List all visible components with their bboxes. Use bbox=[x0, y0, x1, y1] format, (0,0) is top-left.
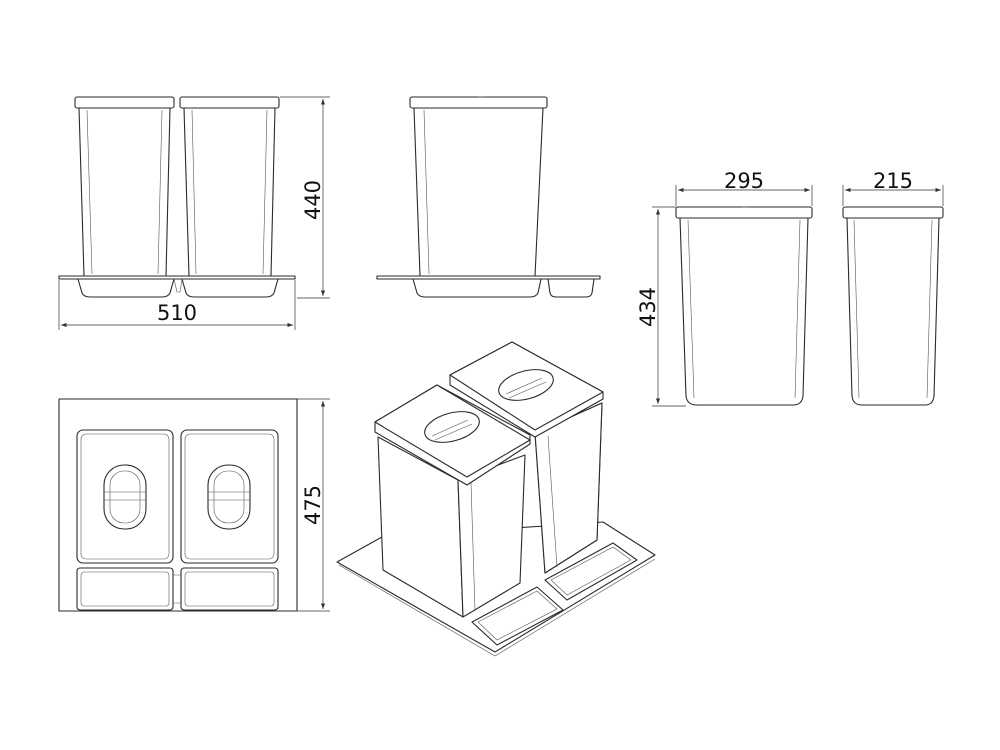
dimension-label-215: 215 bbox=[873, 169, 913, 193]
dimension-475: 475 bbox=[297, 398, 330, 612]
dimension-434: 434 bbox=[636, 206, 686, 407]
dimension-label-434: 434 bbox=[636, 287, 660, 327]
large-bin bbox=[675, 206, 813, 406]
bin-right bbox=[179, 96, 280, 277]
trays bbox=[76, 567, 279, 611]
top-view: 475 bbox=[58, 398, 330, 612]
dimension-height-440: 440 bbox=[280, 96, 330, 299]
iso-bin-back bbox=[449, 341, 604, 574]
bin-views: 295 215 434 bbox=[636, 169, 944, 407]
bin-left bbox=[74, 96, 175, 277]
dimension-label-440: 440 bbox=[301, 180, 325, 220]
small-bin bbox=[842, 206, 944, 406]
isometric-view bbox=[336, 341, 656, 657]
iso-trays bbox=[471, 542, 638, 646]
dimension-label-295: 295 bbox=[724, 169, 764, 193]
dimension-label-510: 510 bbox=[157, 301, 197, 325]
iso-bin-front bbox=[374, 384, 531, 618]
front-view: 440 510 bbox=[58, 96, 330, 330]
lid-left bbox=[76, 429, 174, 564]
dimension-label-475: 475 bbox=[301, 485, 325, 525]
dimension-215: 215 bbox=[842, 169, 944, 206]
side-view bbox=[376, 96, 601, 298]
lid-right bbox=[180, 429, 279, 564]
dimension-295: 295 bbox=[675, 169, 813, 206]
dimension-width-510: 510 bbox=[58, 280, 296, 330]
